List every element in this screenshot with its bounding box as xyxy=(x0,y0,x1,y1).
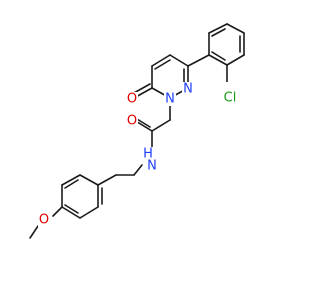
bond xyxy=(29,225,39,239)
molecule-canvas: Cl O N N O H N O xyxy=(29,23,245,239)
bond xyxy=(64,179,79,189)
amide-h-label: H xyxy=(143,147,153,162)
bond xyxy=(169,54,189,67)
molecule-structure: Cl O N N O H N O xyxy=(29,23,245,239)
bond xyxy=(154,59,171,70)
bond xyxy=(187,54,210,67)
amide-oxygen-label: O xyxy=(127,114,137,129)
bond xyxy=(133,164,143,176)
bonds xyxy=(29,23,245,239)
bond xyxy=(97,174,117,186)
bond xyxy=(151,54,171,67)
bond xyxy=(52,206,63,217)
methoxy-oxygen-label: O xyxy=(39,213,49,228)
bond xyxy=(151,119,171,132)
bond xyxy=(226,54,245,66)
bond xyxy=(208,54,228,66)
bond xyxy=(211,28,226,37)
atom-labels: Cl O N N O H N O xyxy=(38,82,240,228)
bond xyxy=(61,174,81,186)
bond xyxy=(79,174,99,186)
pyridazine-n2-label: N xyxy=(183,82,193,97)
amide-n-label: N xyxy=(147,159,157,174)
bond xyxy=(64,204,79,214)
bond xyxy=(208,23,228,34)
chlorine-label: Cl xyxy=(224,91,237,106)
bond xyxy=(61,206,81,219)
pyridazine-n1-label: N xyxy=(165,92,175,107)
bond xyxy=(211,51,226,61)
bond xyxy=(226,23,245,34)
bond xyxy=(79,206,99,219)
ring-oxygen-label: O xyxy=(127,92,137,107)
